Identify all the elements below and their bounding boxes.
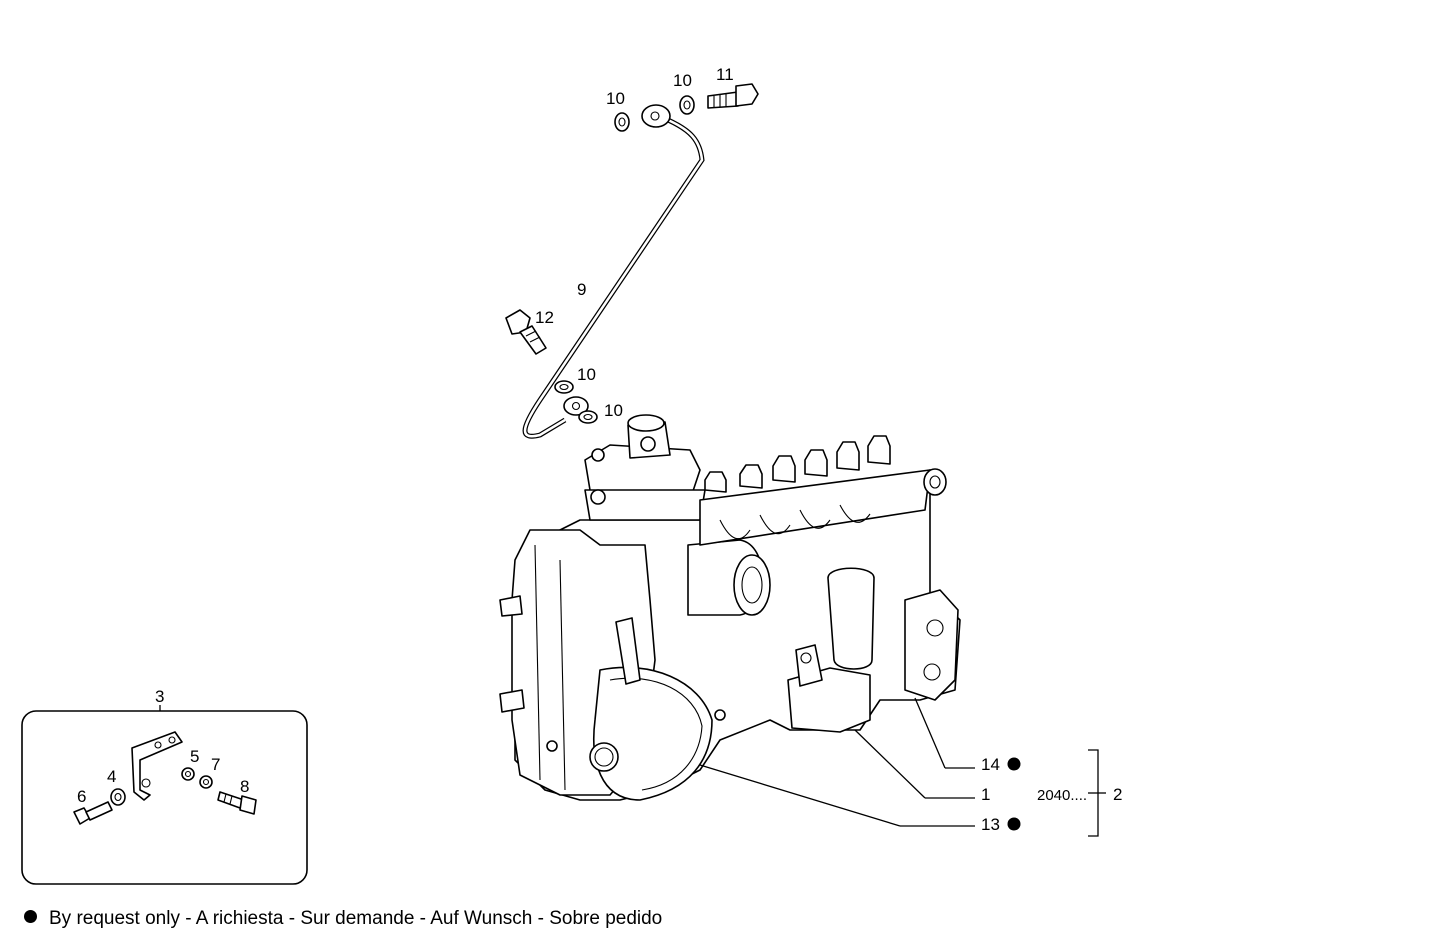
callout-1: 1 <box>981 785 990 804</box>
callout-7: 7 <box>211 755 220 774</box>
bracket-part <box>131 731 183 801</box>
washer-10-b <box>679 95 695 115</box>
callout-8: 8 <box>240 777 249 796</box>
callout-12: 12 <box>535 308 554 327</box>
washer-10-a <box>614 112 630 132</box>
end-plate <box>904 589 959 701</box>
footer-text: By request only - A richiesta - Sur dema… <box>49 908 663 929</box>
legend-dot-icon <box>24 910 37 923</box>
callout-5: 5 <box>190 747 199 766</box>
injection-pump-body <box>499 414 961 801</box>
callout-2: 2 <box>1113 785 1122 804</box>
callout-11: 11 <box>716 65 734 84</box>
banjo-bolt-12 <box>505 309 547 355</box>
washer-10-c <box>554 380 574 394</box>
callout-9: 9 <box>577 280 586 299</box>
callout-3: 3 <box>155 687 164 706</box>
callout-10-a: 10 <box>606 89 625 108</box>
washer-10-d <box>578 410 598 424</box>
delivery-valves <box>704 435 891 493</box>
callout-10-c: 10 <box>577 365 596 384</box>
callout-13: 13 <box>981 815 1000 834</box>
callout-10-d: 10 <box>604 401 623 420</box>
banjo-bolt-11 <box>707 83 759 109</box>
bracket-kit-inset <box>21 705 308 885</box>
reference-code: 2040.... <box>1037 787 1087 804</box>
pipe-banjo-lower <box>563 396 589 416</box>
filter-cap <box>827 567 875 670</box>
fuel-pipe-assembly <box>505 83 759 439</box>
callout-10-b: 10 <box>673 71 692 90</box>
by-request-dot-14 <box>1007 757 1021 771</box>
by-request-dot-13 <box>1007 817 1021 831</box>
callout-14: 14 <box>981 755 1000 774</box>
pipe-banjo-upper <box>641 104 671 128</box>
leader-lines <box>699 697 1106 837</box>
callout-6: 6 <box>77 787 86 806</box>
footer-note: By request only - A richiesta - Sur dema… <box>24 908 662 930</box>
callout-4: 4 <box>107 767 116 786</box>
